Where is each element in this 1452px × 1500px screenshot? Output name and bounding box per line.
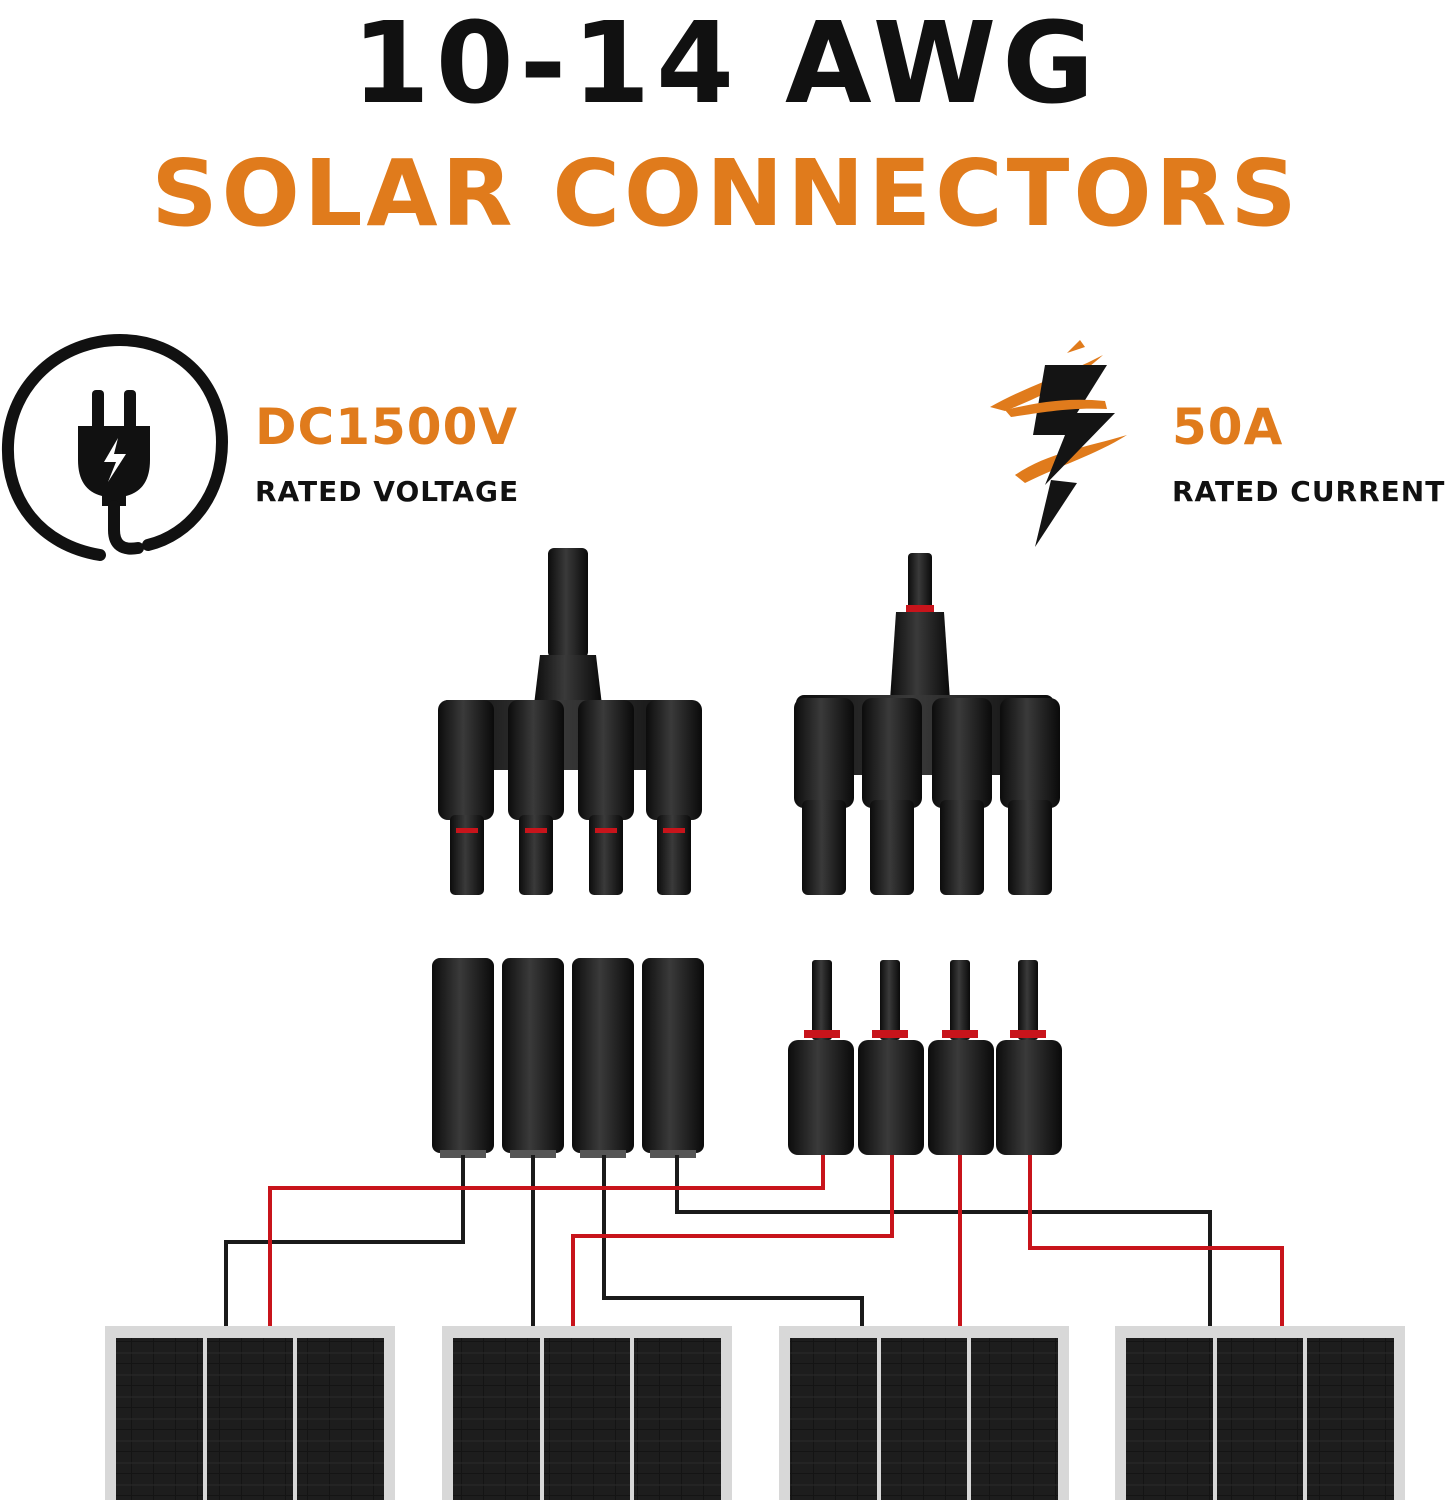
current-value: 50A [1172,398,1284,456]
negative-wires [224,1155,1212,1330]
single-male-connectors [432,958,704,1158]
page-title-line-2: SOLAR CONNECTORS [151,140,1301,247]
branch-connector-female [794,553,1060,895]
page-title-line-1: 10-14 AWG [351,0,1101,129]
solar-panel-1 [105,1326,395,1500]
positive-wires [268,1155,1284,1330]
lightning-bolt-icon [990,340,1127,547]
solar-panel-2 [442,1326,732,1500]
single-female-connectors [788,960,1062,1155]
plug-icon [1,333,229,561]
voltage-value: DC1500V [255,398,519,456]
voltage-label: RATED VOLTAGE [255,475,520,508]
solar-panel-4 [1115,1326,1405,1500]
branch-connector-male [438,548,702,895]
current-label: RATED CURRENT [1172,475,1446,508]
solar-panel-3 [779,1326,1069,1500]
